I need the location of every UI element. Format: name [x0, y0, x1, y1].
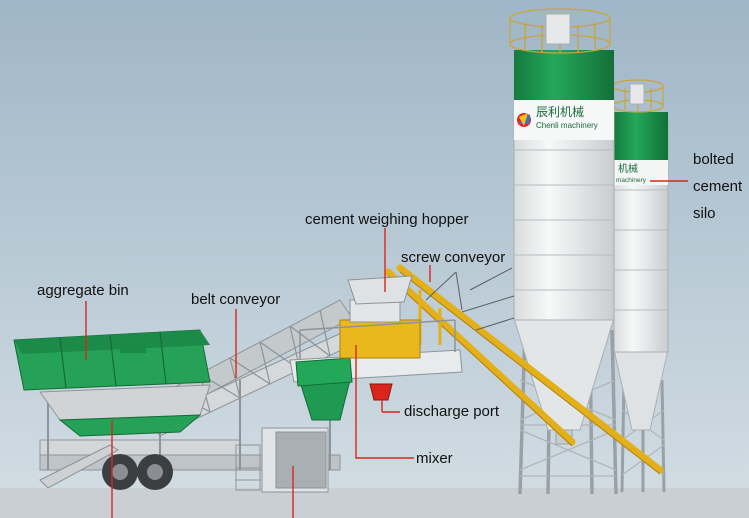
screw-conveyors: [384, 264, 664, 475]
control-room: [235, 427, 329, 493]
screw-conveyor-pointers: [425, 267, 515, 331]
silo-brand-english: Chenli machinery: [536, 121, 598, 130]
label-aggregate-bin: aggregate bin: [37, 282, 129, 299]
svg-text:machinery: machinery: [616, 177, 647, 184]
mixer-platform: [289, 275, 463, 421]
chenli-logo: [517, 113, 531, 127]
leader-mixer: [355, 345, 414, 459]
silo-label-line-2: cement: [693, 178, 743, 195]
label-screw-conveyor: screw conveyor: [401, 249, 506, 266]
label-mixer: mixer: [416, 450, 453, 467]
label-belt-conveyor: belt conveyor: [191, 291, 281, 308]
label-discharge-port: discharge port: [404, 403, 500, 420]
trailer-chassis: [39, 380, 341, 490]
silo-brand-chinese: 辰利机械: [536, 104, 584, 119]
front-cement-silo: 辰利机械 Chenli machinery: [509, 8, 618, 495]
label-bolted-cement-silo: bolted cement silo: [693, 146, 742, 227]
ground: [0, 488, 749, 518]
silo-label-line-3: silo: [693, 205, 716, 222]
silo-label-line-1: bolted: [693, 151, 734, 168]
aggregate-bin: [13, 329, 211, 437]
leader-lines: [85, 180, 688, 518]
label-cement-weighing-hopper: cement weighing hopper: [305, 211, 469, 228]
svg-text:机械: 机械: [618, 162, 638, 175]
